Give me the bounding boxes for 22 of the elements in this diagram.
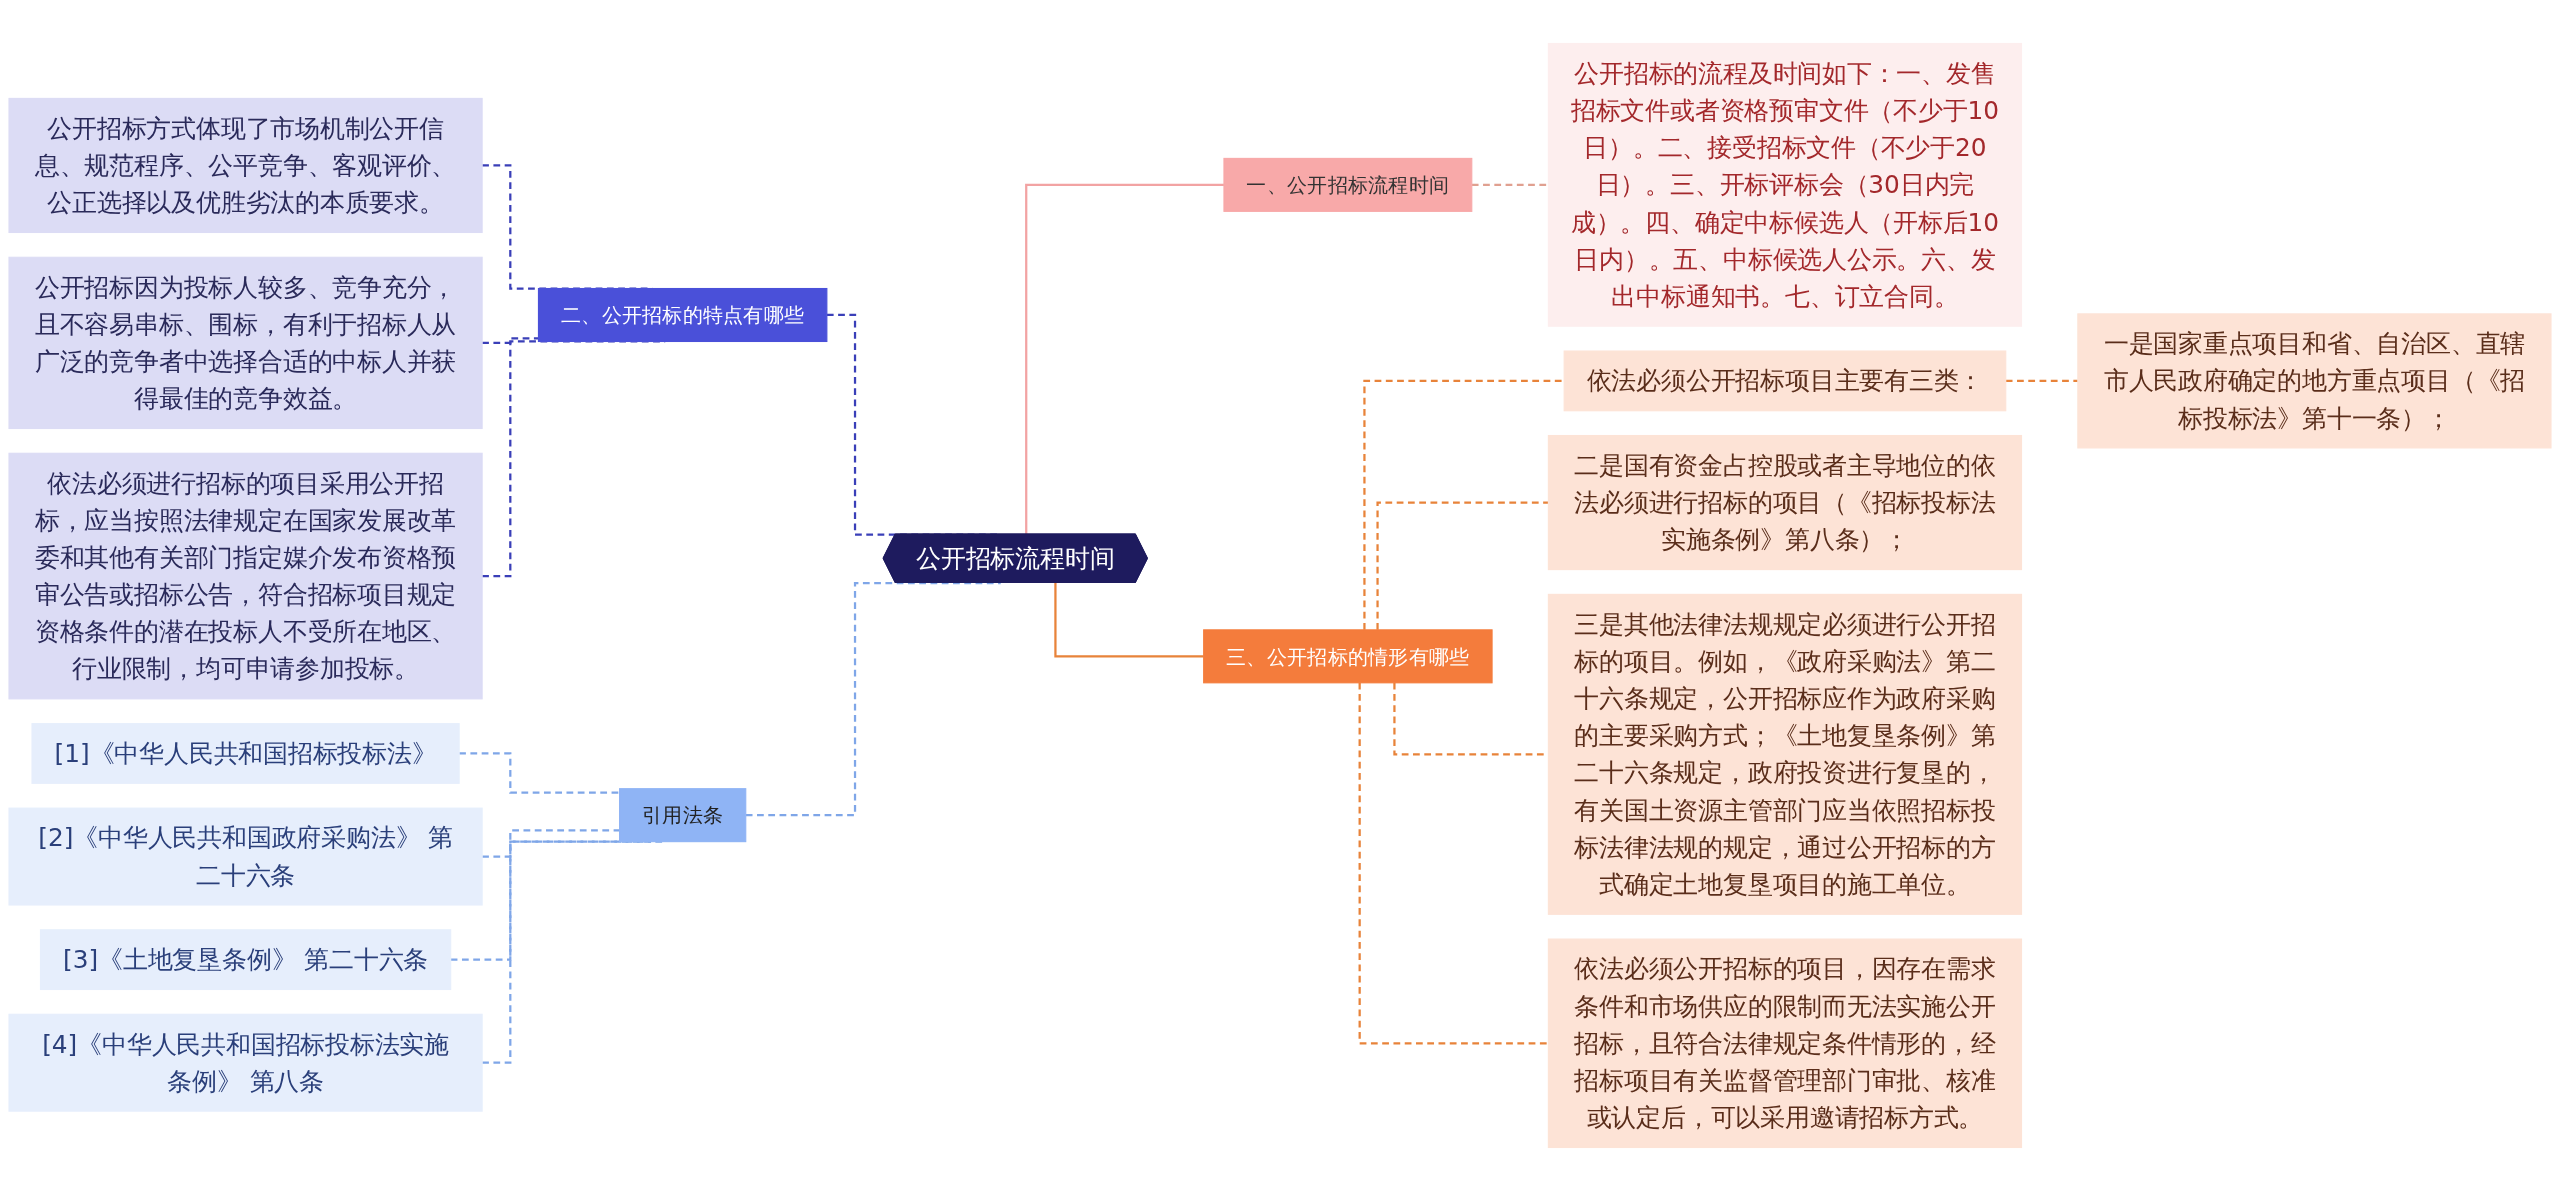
node-box: 二是国有资金占控股或者主导地位的依法必须进行招标的项目（《招标投标法实施条例》第八条）；	[1547, 434, 2023, 571]
node-box: 引用法条	[619, 788, 747, 843]
node-box: [3]《土地复垦条例》 第二十六条	[39, 929, 452, 991]
node-box: 公开招标因为投标人较多、竞争充分，且不容易串标、围标，有利于招标人从广泛的竞争者中选择合适的中标人并获得最佳的竞争效益。	[8, 256, 483, 430]
node-box: [1]《中华人民共和国招标投标法》	[31, 723, 460, 784]
connector	[1363, 379, 1565, 630]
node-box: 一、公开招标流程时间	[1223, 157, 1473, 212]
connector	[1025, 183, 1224, 535]
node-box: 公开招标的流程及时间如下：一、发售招标文件或者资格预审文件（不少于10日）。二、接受招标文件（不少于20日）。三、开标评标会（30日内完成）。四、确定中标候选人（开标后10日内）。五、中标候选人公示。六、发出中标通知书。七、订立合同。	[1547, 42, 2023, 327]
connector	[1358, 682, 1549, 1045]
node-box: 依法必须公开招标的项目，因存在需求条件和市场供应的限制而无法实施公开招标，且符合法律规定条件情形的，经招标项目有关监督管理部门审批、核准或认定后，可以采用邀请招标方式。	[1547, 938, 2023, 1149]
node-box: 依法必须进行招标的项目采用公开招标，应当按照法律规定在国家发展改革委和其他有关部门指定媒介发布资格预审公告或招标公告，符合招标项目规定资格条件的潜在投标人不受所在地区、行业限制，均可申请参加投标。	[8, 452, 483, 700]
node-box: 一是国家重点项目和省、自治区、直辖市人民政府确定的地方重点项目（《招标投标法》第十一条）；	[2077, 313, 2552, 449]
node-box: 三、公开招标的情形有哪些	[1203, 629, 1493, 684]
node-box: 三是其他法律法规规定必须进行公开招标的项目。例如，《政府采购法》第二十六条规定，公开招标应作为政府采购的主要采购方式；《土地复垦条例》第二十六条规定，政府投资进行复垦的，有关国土资源主管部门应当依照招标投标法律法规的规定，通过公开招标的方式确定土地复垦项目的施工单位。	[1547, 593, 2023, 915]
connector	[1376, 501, 1549, 630]
node-box: [4]《中华人民共和国招标投标法实施条例》 第八条	[8, 1013, 483, 1112]
node-box: [2]《中华人民共和国政府采购法》 第二十六条	[8, 807, 483, 906]
node-box: 二、公开招标的特点有哪些	[537, 287, 828, 343]
node-box: 公开招标方式体现了市场机制公开信息、规范程序、公平竞争、客观评价、公正选择以及优胜劣汰的本质要求。	[8, 97, 483, 234]
node-box: 依法必须公开招标项目主要有三类：	[1563, 350, 2007, 412]
connector	[1054, 583, 1204, 658]
